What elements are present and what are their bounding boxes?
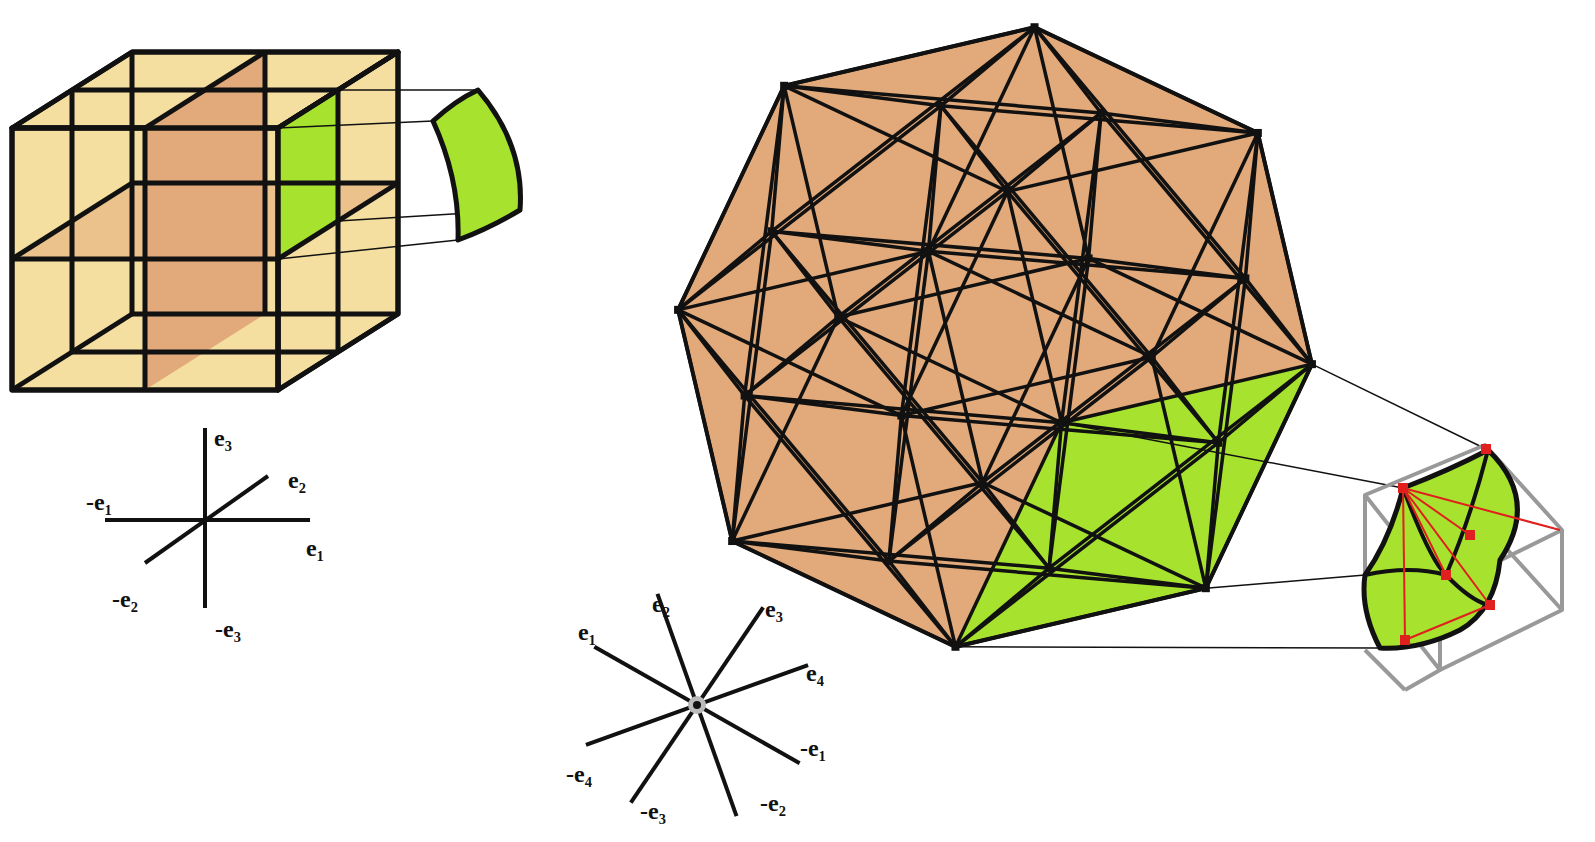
polytope-edge: [1101, 113, 1312, 364]
polytope-edge: [928, 251, 982, 482]
vertex-dot: [979, 478, 987, 486]
axis-label: e₃: [214, 426, 232, 450]
vertex-dot: [1148, 353, 1156, 361]
vertex-dot: [1254, 129, 1262, 137]
extracted-cell: [1364, 444, 1562, 690]
axis-origin: [693, 701, 701, 709]
polytope-edge: [889, 357, 1152, 561]
polytope-edge: [838, 317, 1049, 568]
axis-label: -e₄: [566, 762, 592, 786]
vertex-dot: [1241, 274, 1249, 282]
axis-label: -e₃: [640, 799, 666, 823]
axis-label: e₁: [306, 536, 324, 560]
leader-line: [1062, 423, 1403, 488]
axis-line: [631, 607, 763, 802]
polytope-edge: [889, 251, 929, 561]
curved-cell: [433, 90, 520, 240]
axis-label: e₂: [288, 468, 306, 492]
axis-label: -e₂: [112, 587, 138, 611]
vertex-dot: [924, 247, 932, 255]
vertex-dot: [1031, 23, 1039, 31]
polytope-edge: [1007, 192, 1218, 443]
vertex-dot: [1045, 564, 1053, 572]
polytope-edge: [1007, 192, 1061, 423]
leader-line: [955, 647, 1380, 648]
vertex-dot: [937, 102, 945, 110]
polytope-edge: [928, 251, 1151, 357]
polytope-edge: [941, 106, 1152, 357]
axis-label: -e₃: [215, 617, 241, 641]
polytope-edge: [1062, 113, 1102, 423]
vertex-dot: [1097, 109, 1105, 117]
polytope-edge: [1035, 27, 1246, 278]
leader-lines: [278, 90, 520, 259]
axis-label: e₄: [806, 661, 824, 685]
vertex-dot: [885, 557, 893, 565]
polytope-edge: [838, 113, 1101, 317]
vertex-dot: [768, 227, 776, 235]
axis-label: e₁: [578, 620, 596, 644]
polytope-hull: [678, 27, 1312, 647]
vertex-dot: [1214, 439, 1222, 447]
polytope-edge: [1062, 364, 1312, 423]
axis-line: [586, 665, 808, 745]
axis-label: -e₁: [800, 736, 826, 760]
polytope-edge: [678, 310, 889, 561]
polytope-edge: [838, 317, 1061, 423]
polytope-edge: [678, 251, 928, 310]
polytope-edge: [955, 423, 1061, 647]
axis-line: [594, 647, 799, 763]
polytope-edge: [1062, 423, 1219, 443]
axes-4d: [586, 594, 808, 816]
leader-line: [1312, 364, 1488, 450]
vertex-dot: [1085, 254, 1093, 262]
axis-label: -e₂: [760, 791, 786, 815]
axis-label: e₃: [765, 597, 783, 621]
polytope-edge: [1007, 133, 1257, 192]
vertex-dot: [741, 392, 749, 400]
vertex-dot: [674, 306, 682, 314]
axes-3d: [105, 428, 310, 608]
axis-label: e₂: [652, 592, 670, 616]
vertex-dot: [780, 82, 788, 90]
polytope-edge: [1152, 357, 1219, 443]
polytope-edge: [772, 231, 839, 317]
axis-origin: [688, 696, 706, 714]
vertex-dot: [728, 537, 736, 545]
polytope-edge: [732, 231, 772, 541]
leader-line: [1206, 575, 1365, 588]
axis-line: [657, 594, 736, 816]
axis-label: -e₁: [86, 490, 112, 514]
polytope-edge: [772, 231, 929, 251]
polytope-edge: [1035, 27, 1102, 113]
polytope-edge: [732, 482, 982, 541]
polytope-edge: [1218, 133, 1258, 443]
polytope-edge: [928, 27, 1034, 251]
polytope-edge: [772, 231, 983, 482]
vertex-dot: [834, 313, 842, 321]
vertex-dot: [1003, 188, 1011, 196]
polytope-edge: [889, 561, 956, 647]
vertex-dot: [897, 412, 905, 420]
polytope-edge: [745, 396, 956, 647]
polytope-outline: [678, 27, 1312, 647]
polytope-projection: [674, 23, 1316, 651]
